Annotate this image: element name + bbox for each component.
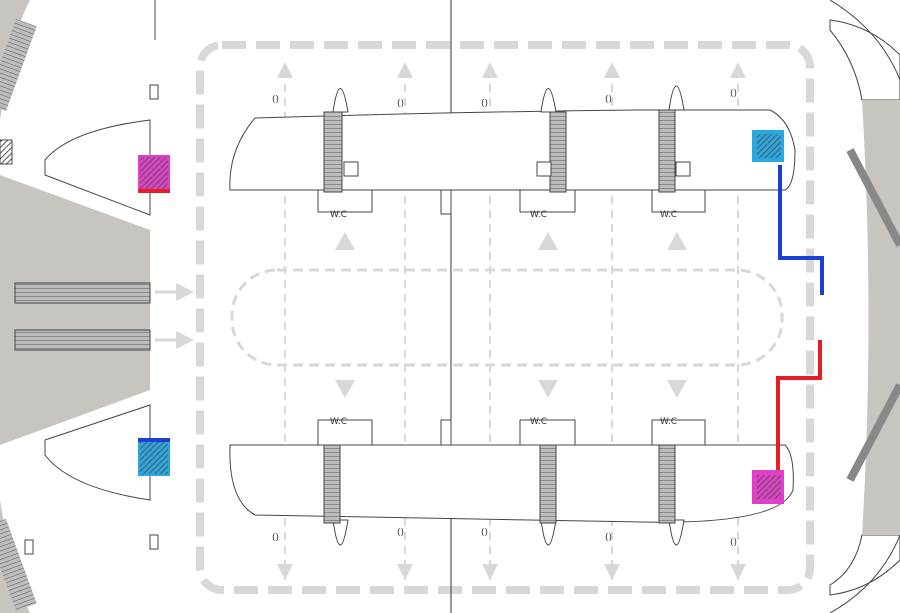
platform-pods bbox=[332, 85, 685, 546]
wc-label: W.C bbox=[660, 417, 677, 427]
wc-label: W.C bbox=[530, 417, 547, 427]
left-blue-cyan-marker bbox=[138, 438, 170, 476]
bottom-service-booths bbox=[317, 419, 706, 446]
seat-symbol: () bbox=[605, 533, 612, 543]
seat-symbol: () bbox=[730, 538, 737, 548]
seat-symbol: () bbox=[397, 528, 404, 538]
lower-platform bbox=[229, 444, 794, 523]
gate-line-1 bbox=[14, 282, 151, 304]
upper-platform bbox=[229, 109, 796, 191]
right-bottom-marker bbox=[752, 470, 784, 504]
seat-symbol: () bbox=[272, 533, 279, 543]
blue-route bbox=[778, 165, 824, 295]
seat-symbol: () bbox=[605, 95, 612, 105]
flow-arrows-icon bbox=[277, 62, 746, 580]
wc-label: W.C bbox=[530, 210, 547, 220]
left-upper-wedge bbox=[44, 119, 151, 216]
left-hall bbox=[0, 0, 194, 613]
seat-symbol: () bbox=[730, 89, 737, 99]
central-zone bbox=[230, 268, 784, 367]
platform-boundary bbox=[196, 41, 814, 594]
right-hall bbox=[829, 0, 900, 613]
top-service-booths bbox=[317, 189, 706, 215]
left-red-magenta-marker bbox=[138, 155, 170, 193]
left-concourse bbox=[0, 175, 150, 445]
elevator-icon bbox=[343, 161, 691, 177]
seat-symbol: () bbox=[481, 99, 488, 109]
gate-line-2 bbox=[14, 329, 151, 351]
seat-symbol: () bbox=[481, 528, 488, 538]
seat-symbol: () bbox=[272, 95, 279, 105]
seat-symbol: () bbox=[397, 99, 404, 109]
escalator-icon bbox=[323, 109, 676, 524]
wc-label: W.C bbox=[660, 210, 677, 220]
right-top-marker bbox=[752, 130, 784, 162]
red-route bbox=[776, 340, 822, 470]
wc-label: W.C bbox=[330, 417, 347, 427]
wc-label: W.C bbox=[330, 210, 347, 220]
